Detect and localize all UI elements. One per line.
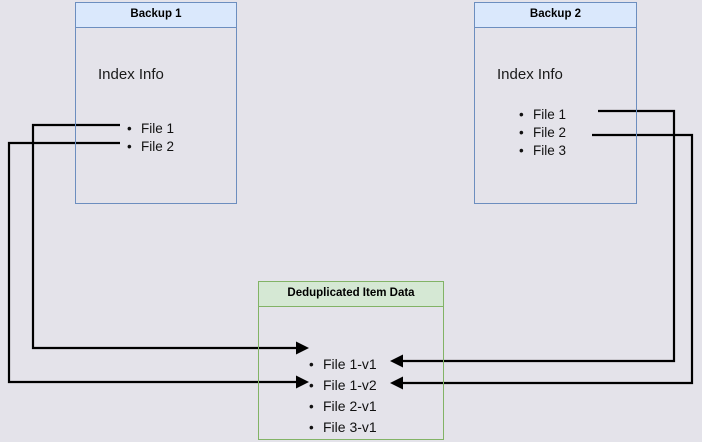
arrowhead-dedup-file2v1-left xyxy=(296,375,309,389)
node-backup-2-file-list: File 1 File 2 File 3 xyxy=(519,106,566,160)
list-item[interactable]: File 3 xyxy=(519,142,566,160)
node-backup-1-file-list: File 1 File 2 xyxy=(127,120,174,156)
node-backup-2-heading: Index Info xyxy=(497,65,563,83)
list-item[interactable]: File 1-v2 xyxy=(309,375,377,396)
node-backup-1-title: Backup 1 xyxy=(76,3,236,28)
list-item[interactable]: File 3-v1 xyxy=(309,417,377,438)
node-backup-1-body: Index Info File 1 File 2 xyxy=(76,28,236,206)
node-deduplicated-item-data-body: File 1-v1 File 1-v2 File 2-v1 File 3-v1 xyxy=(259,307,443,440)
arrowhead-dedup-file2v1-right xyxy=(390,376,403,390)
arrowhead-dedup-file1v2-right xyxy=(390,354,403,368)
node-backup-1-heading: Index Info xyxy=(98,65,164,83)
list-item[interactable]: File 2-v1 xyxy=(309,396,377,417)
list-item[interactable]: File 2 xyxy=(127,138,174,156)
edge-backup1-file1-to-dedup-file1v1 xyxy=(31,123,296,350)
list-item[interactable]: File 2 xyxy=(519,124,566,142)
node-backup-1[interactable]: Backup 1 Index Info File 1 File 2 xyxy=(75,2,237,204)
edge-backup1-file2-to-dedup-file2v1 xyxy=(7,141,296,384)
node-backup-2[interactable]: Backup 2 Index Info File 1 File 2 File 3 xyxy=(474,2,637,204)
list-item[interactable]: File 1 xyxy=(127,120,174,138)
edge-backup2-file2-to-dedup-file2v1 xyxy=(403,133,694,385)
node-deduplicated-item-data-file-list: File 1-v1 File 1-v2 File 2-v1 File 3-v1 xyxy=(309,354,377,438)
list-item[interactable]: File 1 xyxy=(519,106,566,124)
node-deduplicated-item-data-title: Deduplicated Item Data xyxy=(259,282,443,307)
arrowhead-dedup-file1v1-left xyxy=(296,341,309,355)
node-backup-2-body: Index Info File 1 File 2 File 3 xyxy=(475,28,636,206)
list-item[interactable]: File 1-v1 xyxy=(309,354,377,375)
node-deduplicated-item-data[interactable]: Deduplicated Item Data File 1-v1 File 1-… xyxy=(258,281,444,440)
node-backup-2-title: Backup 2 xyxy=(475,3,636,28)
